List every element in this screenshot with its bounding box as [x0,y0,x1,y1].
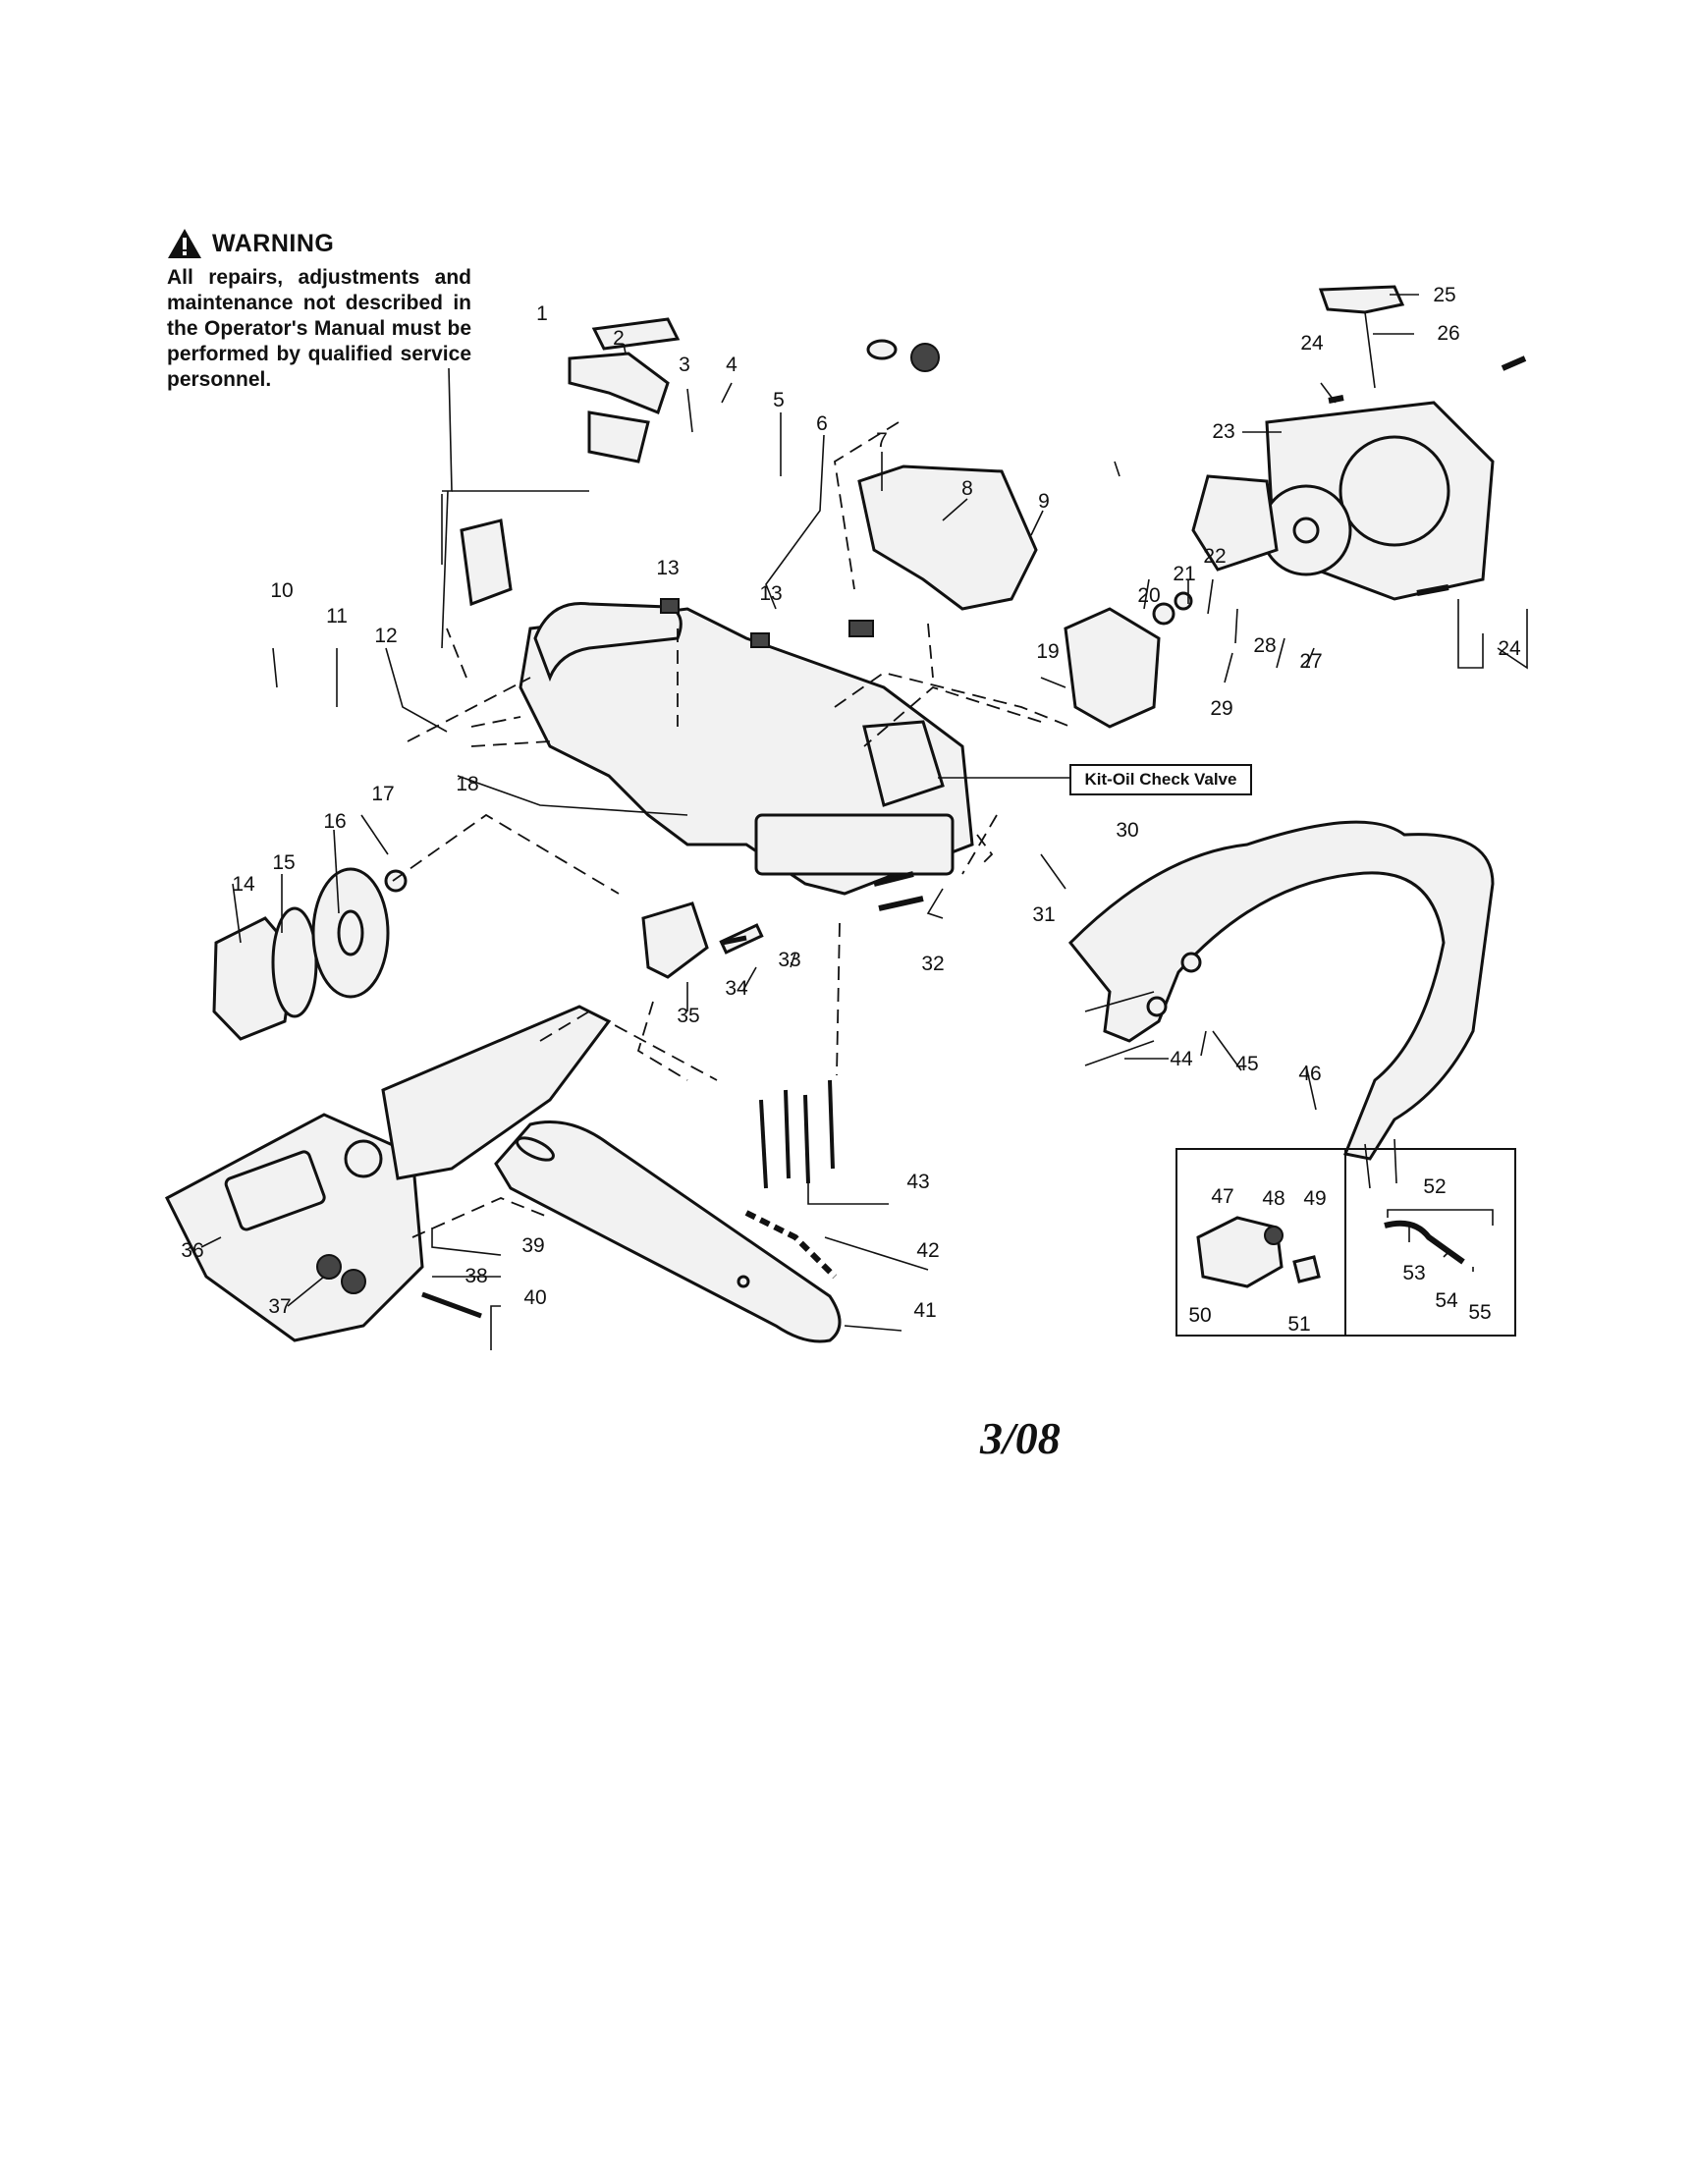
part-label: 15 [272,851,295,874]
part-label: 4 [726,354,738,376]
handle-lever-drawing [460,317,681,607]
part-label: 33 [778,949,800,971]
part-label: 21 [1173,563,1195,585]
part-label: 52 [1423,1175,1446,1198]
part-label: 34 [725,977,748,1000]
part-label: 51 [1287,1313,1310,1336]
part-label: 26 [1437,322,1459,345]
part-label: 16 [323,810,346,833]
part-label: 35 [677,1005,699,1027]
part-label: 39 [521,1234,544,1257]
part-label: 55 [1468,1301,1491,1324]
kit-oil-check-valve-callout: Kit-Oil Check Valve [1069,764,1252,795]
part-label: 19 [1036,640,1059,663]
part-label: 25 [1433,284,1455,306]
part-label: 41 [913,1299,936,1322]
assembly-dashed-lines [392,421,1071,1238]
part-label: 28 [1253,634,1276,657]
part-label: 53 [1402,1262,1425,1284]
part-label: 42 [916,1239,939,1262]
leader-lines [200,294,1528,1350]
warning-text: All repairs, adjustments and maintenance… [167,266,471,391]
part-label: 45 [1235,1053,1258,1075]
part-label: 54 [1435,1289,1458,1312]
part-label: 30 [1116,819,1138,842]
side-cover-drawing [165,1005,612,1342]
part-label: 47 [1211,1185,1233,1208]
revision-date: 3/08 [980,1413,1061,1463]
part-label: 48 [1262,1187,1284,1210]
recoil-starter-drawing [1064,285,1495,729]
part-label: 43 [906,1171,929,1193]
guide-bar-drawing [494,1120,842,1343]
part-label: 17 [371,783,394,805]
part-label: 11 [326,605,348,628]
part-label: 9 [1038,490,1050,513]
part-label: 12 [374,625,397,647]
part-label: 37 [268,1295,291,1318]
bolts-drawing [421,355,1527,1319]
part-label: 1 [536,302,548,325]
warning-heading: WARNING [167,228,471,259]
part-label: 49 [1303,1187,1326,1210]
part-label: 14 [232,873,255,896]
part-label: 27 [1299,650,1322,673]
part-label: 20 [1137,584,1160,607]
part-label: 31 [1032,903,1055,926]
engine-housing-drawing [519,601,974,896]
part-label: 10 [270,579,293,602]
part-label: 44 [1170,1048,1193,1070]
part-label: 40 [523,1286,546,1309]
warning-triangle-icon [168,229,201,258]
part-label: 3 [679,354,690,376]
part-label: 38 [464,1265,487,1287]
warning-heading-text: WARNING [212,229,335,257]
part-label: 22 [1203,545,1226,568]
part-label: 7 [876,429,888,452]
part-label: 13 [759,582,782,605]
part-label: 23 [1212,420,1234,443]
part-label: 8 [961,477,973,500]
oil-cap-drawing [660,339,1038,648]
part-label: 13 [656,557,679,579]
part-label: 24 [1498,637,1521,660]
part-label: 2 [613,327,625,350]
part-label: 29 [1210,697,1232,720]
inset-box-drawing [1175,1148,1516,1337]
part-label: 32 [921,953,944,975]
part-label: 50 [1188,1304,1211,1327]
clutch-drawing [212,867,408,1041]
part-label: 6 [816,412,828,435]
part-label: 24 [1300,332,1324,355]
part-labels: 1 2 3 4 5 6 7 8 9 10 11 12 13 13 14 15 1… [181,284,1521,1336]
warning-block: WARNING All repairs, adjustments and mai… [167,228,471,393]
part-label: 36 [181,1239,203,1262]
chain-brake-handle-drawing [1067,820,1495,1189]
part-label: 18 [456,773,478,795]
part-label: 46 [1298,1063,1321,1085]
part-label: 5 [773,389,785,411]
